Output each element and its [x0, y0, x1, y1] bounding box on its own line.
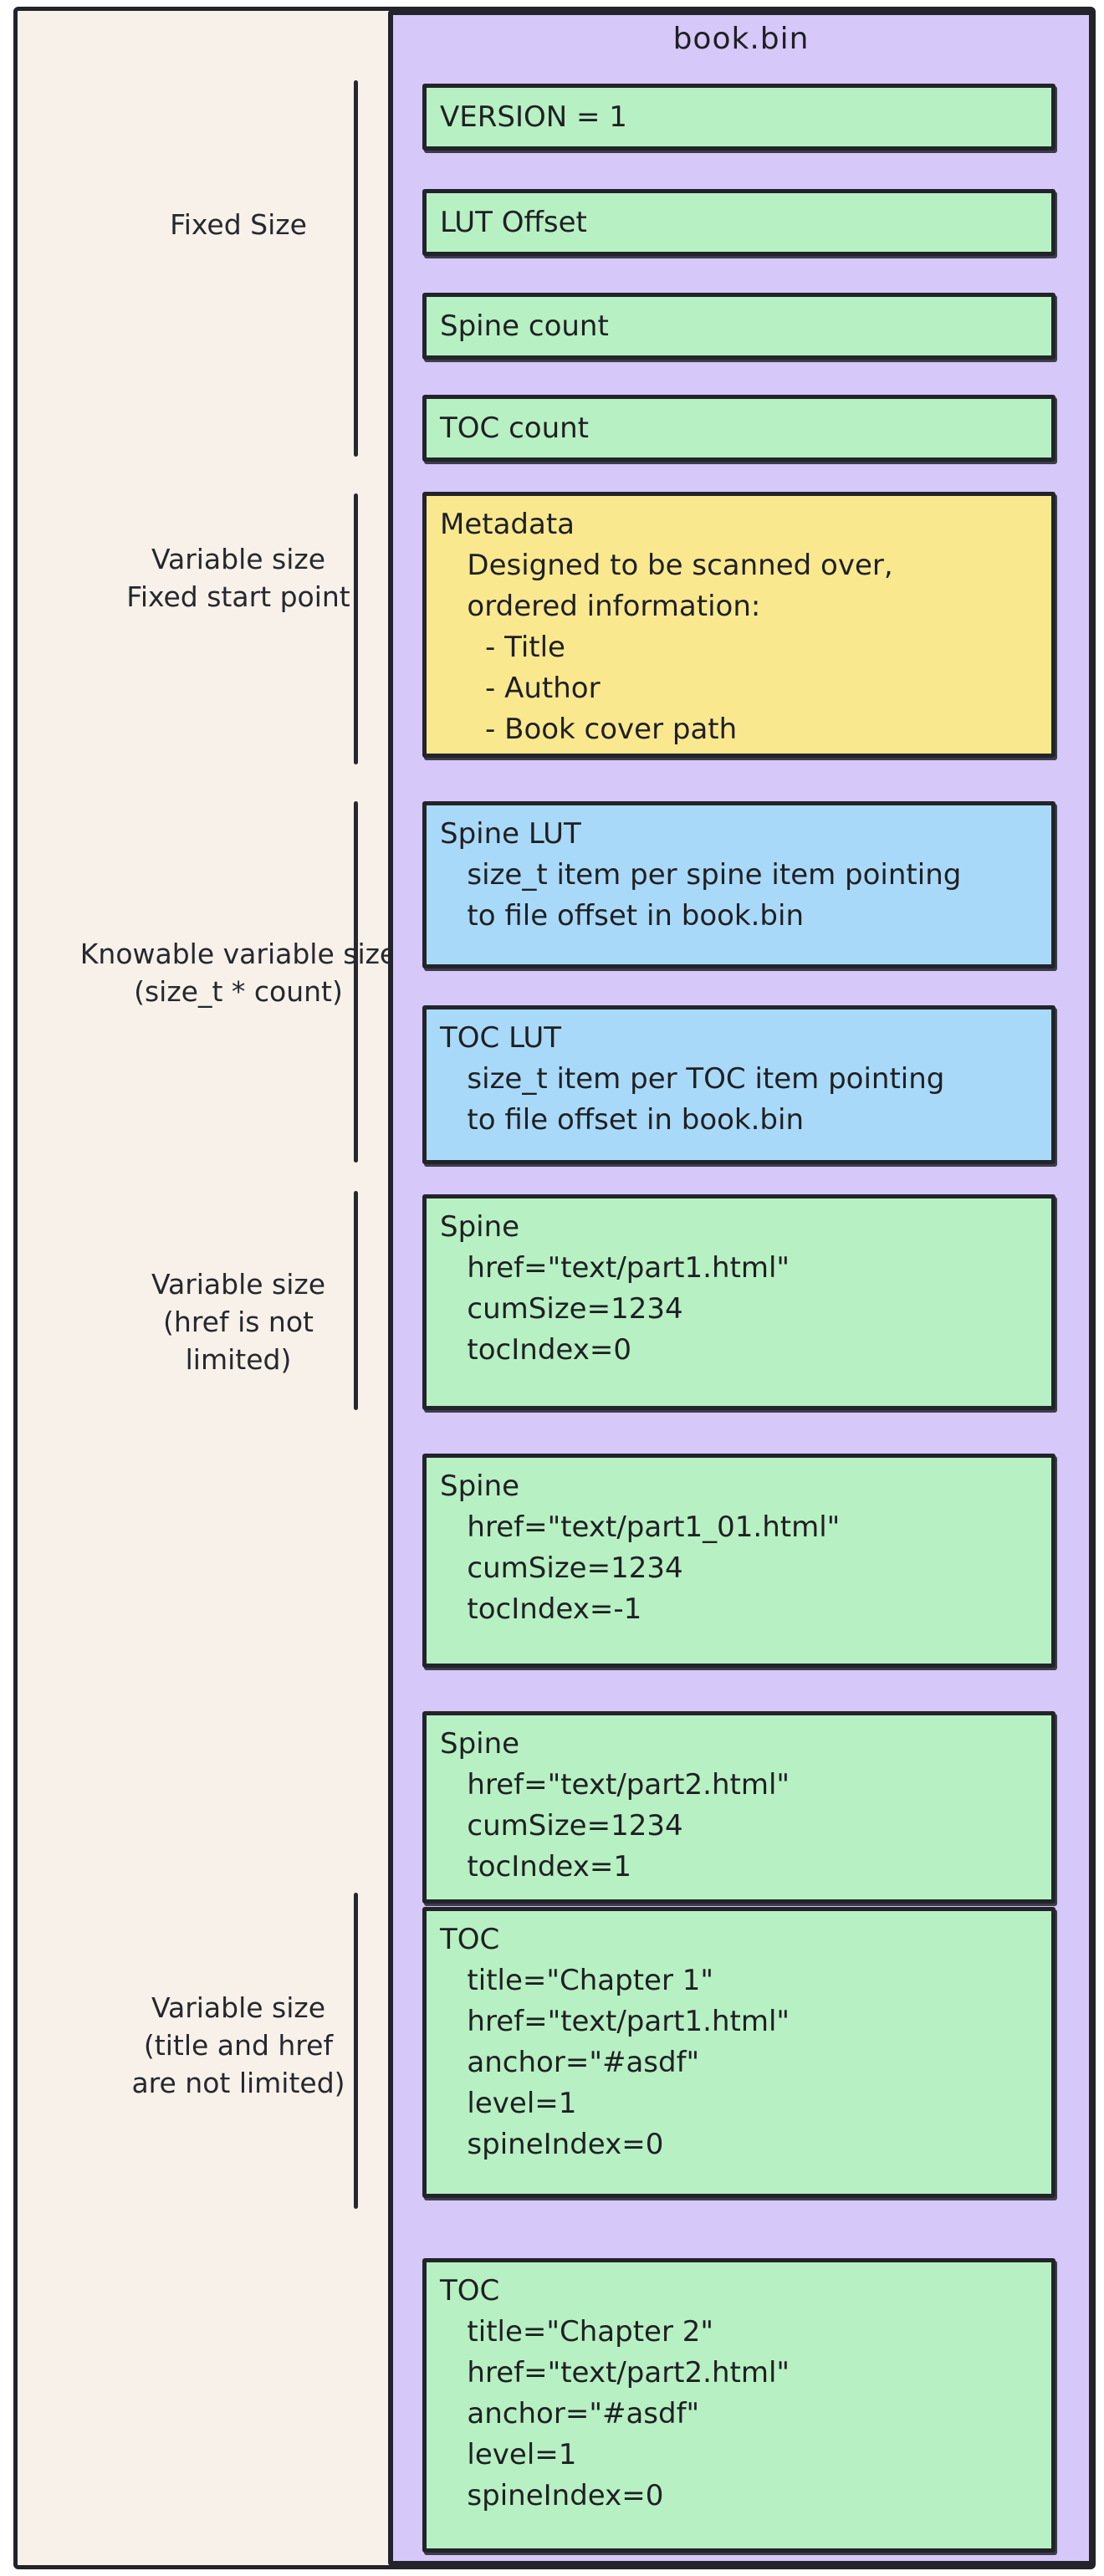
text-line: Variable size — [151, 543, 326, 575]
text-line: cumSize=1234 — [440, 1809, 683, 1843]
box-spine-entry-3: Spine href="text/part2.html" cumSize=123… — [422, 1711, 1055, 1904]
text-line: Spine count — [440, 309, 609, 343]
bracket-variable-size-fixed-start — [354, 493, 358, 764]
box-spine-lut: Spine LUT size_t item per spine item poi… — [422, 801, 1055, 969]
label-variable-size-href: Variable size (href is not limited) — [67, 1265, 410, 1378]
box-metadata: Metadata Designed to be scanned over, or… — [422, 492, 1055, 758]
text-line: spineIndex=0 — [440, 2479, 664, 2512]
box-toc-count: TOC count — [422, 395, 1055, 462]
text-line: Metadata — [440, 508, 575, 541]
text-line: href="text/part2.html" — [440, 2356, 790, 2389]
text-line: level=1 — [440, 2438, 577, 2471]
box-spine-count: Spine count — [422, 293, 1055, 360]
text-line: title="Chapter 2" — [440, 2315, 714, 2349]
book-bin-title: book.bin — [672, 22, 810, 56]
text-line: tocIndex=1 — [440, 1850, 631, 1883]
text-line: TOC count — [440, 411, 590, 445]
text-line: size_t item per TOC item pointing — [440, 1062, 945, 1096]
text-line: href="text/part1.html" — [440, 1251, 790, 1285]
label-knowable-variable-size: Knowable variable size (size_t * count) — [67, 935, 410, 1010]
text-line: spineIndex=0 — [440, 2128, 664, 2161]
text-line: Fixed start point — [126, 580, 350, 613]
text-line: Variable size — [151, 1268, 326, 1301]
text-line: href="text/part2.html" — [440, 1768, 790, 1802]
text-line: TOC — [440, 2274, 500, 2308]
text-line: title="Chapter 1" — [440, 1964, 714, 1997]
box-toc-entry-2: TOC title="Chapter 2" href="text/part2.h… — [422, 2258, 1055, 2553]
text-line: href="text/part1.html" — [440, 2005, 790, 2038]
text-line: (size_t * count) — [134, 975, 343, 1008]
label-fixed-size: Fixed Size — [67, 206, 410, 243]
text-line: tocIndex=-1 — [440, 1592, 642, 1626]
text-line: Fixed Size — [170, 208, 307, 241]
text-line: (href is not — [163, 1306, 314, 1338]
box-lut-offset: LUT Offset — [422, 189, 1055, 256]
box-toc-entry-1: TOC title="Chapter 1" href="text/part1.h… — [422, 1907, 1055, 2198]
text-line: - Book cover path — [440, 713, 738, 746]
text-line: - Title — [440, 631, 565, 664]
box-version: VERSION = 1 — [422, 84, 1055, 151]
bracket-fixed-size — [354, 80, 358, 457]
box-spine-entry-2: Spine href="text/part1_01.html" cumSize=… — [422, 1454, 1055, 1668]
text-line: Spine — [440, 1210, 520, 1244]
text-line: to file offset in book.bin — [440, 1103, 805, 1137]
text-line: level=1 — [440, 2087, 577, 2120]
text-line: (title and href — [143, 2029, 334, 2062]
text-line: Variable size — [151, 1991, 326, 2024]
text-line: anchor="#asdf" — [440, 2397, 700, 2430]
text-line: TOC — [440, 1923, 500, 1956]
text-line: href="text/part1_01.html" — [440, 1510, 841, 1544]
box-spine-entry-1: Spine href="text/part1.html" cumSize=123… — [422, 1194, 1055, 1410]
text-line: VERSION = 1 — [440, 100, 627, 134]
text-line: TOC LUT — [440, 1021, 561, 1055]
text-line: - Author — [440, 672, 601, 705]
text-line: limited) — [185, 1343, 292, 1376]
box-toc-lut: TOC LUT size_t item per TOC item pointin… — [422, 1005, 1055, 1164]
text-line: cumSize=1234 — [440, 1551, 683, 1585]
text-line: anchor="#asdf" — [440, 2046, 700, 2079]
bracket-knowable-variable-size — [354, 801, 358, 1163]
bracket-variable-size-title-href — [354, 1893, 358, 2209]
text-line: tocIndex=0 — [440, 1333, 631, 1367]
text-line: are not limited) — [131, 2067, 345, 2099]
text-line: LUT Offset — [440, 205, 587, 239]
text-line: ordered information: — [440, 590, 761, 623]
text-line: size_t item per spine item pointing — [440, 858, 962, 892]
text-line: Knowable variable size — [79, 938, 397, 970]
text-line: Designed to be scanned over, — [440, 549, 893, 582]
text-line: Spine — [440, 1469, 520, 1503]
text-line: Spine LUT — [440, 817, 581, 851]
text-line: cumSize=1234 — [440, 1292, 683, 1326]
text-line: Spine — [440, 1727, 520, 1761]
label-variable-size-title-href: Variable size (title and href are not limi… — [67, 1989, 410, 2102]
bracket-variable-size-href — [354, 1191, 358, 1410]
text-line: to file offset in book.bin — [440, 899, 805, 933]
